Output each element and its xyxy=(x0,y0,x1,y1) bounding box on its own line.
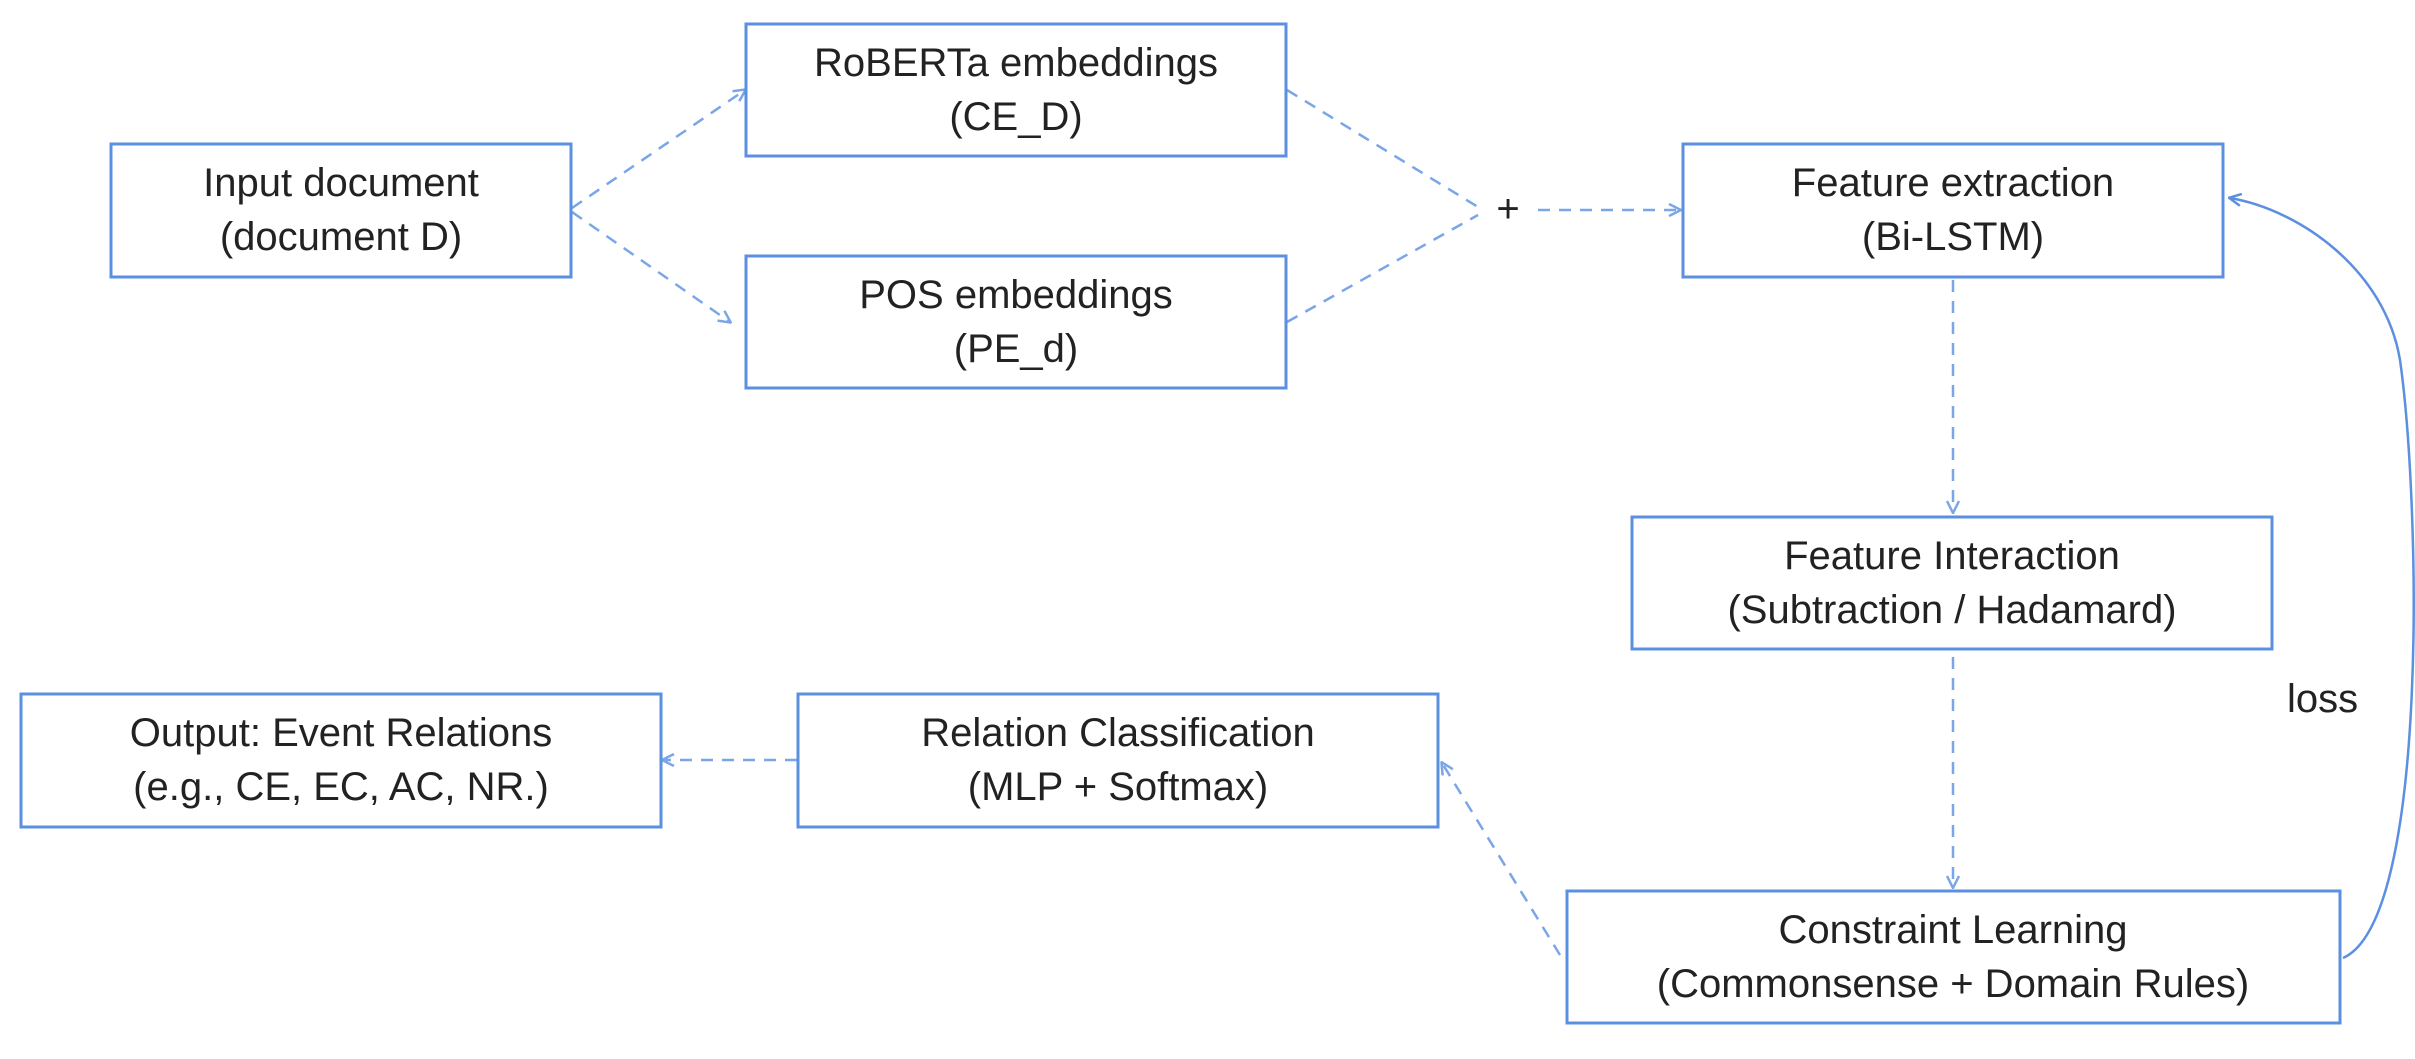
loss-label: loss xyxy=(2287,677,2358,721)
node-feature-interaction: Feature Interaction (Subtraction / Hadam… xyxy=(1630,515,2274,651)
node-roberta-line2: (CE_D) xyxy=(949,95,1082,139)
node-relation-classification-line1: Relation Classification xyxy=(921,711,1315,755)
edge-input-to-roberta xyxy=(571,90,745,210)
plus-sign: + xyxy=(1496,187,1519,231)
node-feature-interaction-line1: Feature Interaction xyxy=(1784,534,2120,578)
edges xyxy=(571,88,2415,960)
node-output-event-relations: Output: Event Relations (e.g., CE, EC, A… xyxy=(19,692,663,829)
node-roberta-line1: RoBERTa embeddings xyxy=(814,41,1218,85)
node-relation-classification: Relation Classification (MLP + Softmax) xyxy=(796,692,1440,829)
node-constraint-learning-line2: (Commonsense + Domain Rules) xyxy=(1657,962,2249,1006)
edge-constraint-to-classification xyxy=(1442,763,1562,956)
node-input-document-line1: Input document xyxy=(203,161,479,205)
node-constraint-learning-line1: Constraint Learning xyxy=(1778,908,2127,952)
node-input-document-line2: (document D) xyxy=(220,215,462,259)
node-roberta-embeddings: RoBERTa embeddings (CE_D) xyxy=(744,22,1288,158)
edge-pos-to-plus xyxy=(1286,213,1479,324)
node-input-document: Input document (document D) xyxy=(109,142,573,279)
edge-loss-feedback xyxy=(2230,198,2415,960)
node-pos-line2: (PE_d) xyxy=(954,327,1079,371)
edge-roberta-to-plus xyxy=(1286,88,1479,209)
node-relation-classification-line2: (MLP + Softmax) xyxy=(968,765,1268,809)
node-pos-embeddings: POS embeddings (PE_d) xyxy=(744,254,1288,390)
node-constraint-learning: Constraint Learning (Commonsense + Domai… xyxy=(1565,889,2342,1025)
node-feature-extraction-line2: (Bi-LSTM) xyxy=(1862,215,2044,259)
node-output-line1: Output: Event Relations xyxy=(130,711,552,755)
node-feature-extraction-line1: Feature extraction xyxy=(1792,161,2114,205)
edge-input-to-pos xyxy=(571,210,730,322)
node-feature-interaction-line2: (Subtraction / Hadamard) xyxy=(1727,588,2176,632)
node-feature-extraction: Feature extraction (Bi-LSTM) xyxy=(1681,142,2225,279)
node-pos-line1: POS embeddings xyxy=(859,273,1173,317)
node-output-line2: (e.g., CE, EC, AC, NR.) xyxy=(133,765,549,809)
